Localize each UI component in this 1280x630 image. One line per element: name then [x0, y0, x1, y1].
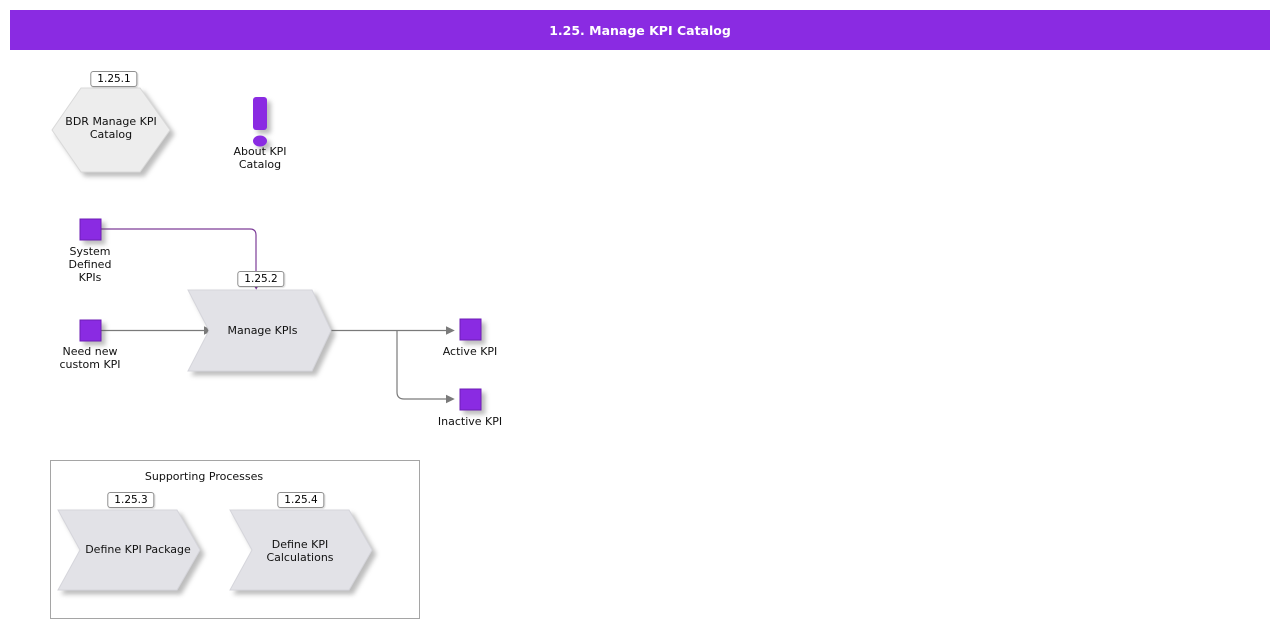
bdr-manage-kpi-catalog-hexagon[interactable] — [51, 87, 171, 173]
bdr-manage-kpi-catalog-label: BDR Manage KPI Catalog — [65, 115, 157, 141]
diagram-title: 1.25. Manage KPI Catalog — [549, 22, 731, 38]
badge-1-25-1: 1.25.1 — [90, 71, 138, 87]
define-kpi-package-chevron[interactable] — [57, 509, 201, 591]
supporting-processes-title: Supporting Processes — [144, 470, 264, 483]
exclamation-icon[interactable] — [253, 97, 267, 147]
arrowhead-manage-to-inactive — [446, 394, 455, 404]
connector-system-to-manage — [101, 228, 257, 283]
arrowhead-manage-to-active — [446, 326, 455, 335]
define-kpi-calculations-chevron[interactable] — [229, 509, 373, 591]
define-kpi-calculations-label: Define KPI Calculations — [266, 538, 334, 564]
define-kpi-package-label: Define KPI Package — [85, 543, 191, 556]
need-new-custom-kpi-event-square — [79, 319, 102, 342]
system-defined-kpis-label: System Defined KPIs — [68, 245, 112, 284]
system-defined-kpis-event-square — [79, 218, 102, 241]
manage-kpis-chevron[interactable] — [187, 289, 332, 372]
exclamation-bar — [253, 97, 267, 130]
active-kpi-event-square — [459, 318, 482, 341]
active-kpi-label: Active KPI — [442, 345, 498, 358]
arrowhead-need-to-manage — [204, 326, 213, 335]
need-new-custom-kpi-label: Need new custom KPI — [59, 345, 121, 371]
inactive-kpi-label: Inactive KPI — [437, 415, 503, 428]
inactive-kpi-event-square — [459, 388, 482, 411]
manage-kpis-label: Manage KPIs — [227, 324, 298, 337]
connector-manage-to-inactive — [396, 330, 446, 400]
exclamation-dot — [253, 135, 267, 147]
badge-1-25-3: 1.25.3 — [107, 492, 155, 508]
badge-1-25-2: 1.25.2 — [237, 271, 285, 287]
diagram-title-bar: 1.25. Manage KPI Catalog — [10, 10, 1270, 50]
badge-1-25-4: 1.25.4 — [277, 492, 325, 508]
about-kpi-catalog-label: About KPI Catalog — [233, 145, 287, 171]
